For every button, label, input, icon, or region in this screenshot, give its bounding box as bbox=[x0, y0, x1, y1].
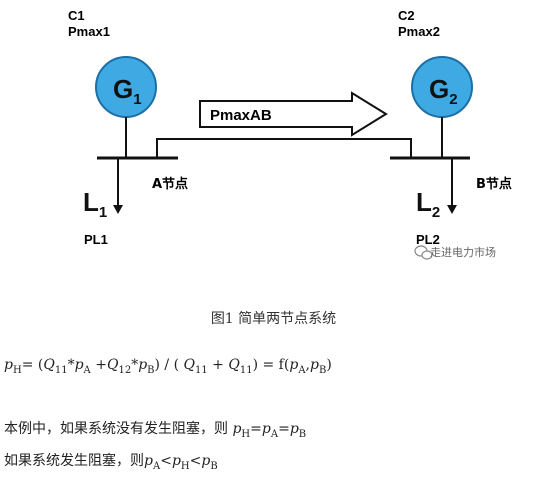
formula-line: pH= (Q11*pA +Q12*pB) / ( Q11 + Q11) = f(… bbox=[4, 357, 332, 376]
right-gen-pmax: Pmax2 bbox=[398, 24, 440, 39]
watermark-text: 走进电力市场 bbox=[430, 246, 496, 259]
node-a-label: A节点 bbox=[152, 176, 188, 192]
flow-arrow bbox=[199, 91, 388, 137]
right-gen-name: C2 bbox=[398, 8, 415, 23]
wechat-icon bbox=[414, 245, 433, 260]
no-congestion-line: 本例中，如果系统没有发生阻塞，则 pH=pA=pB bbox=[4, 421, 307, 440]
left-load-arrowhead bbox=[113, 205, 123, 214]
right-generator-symbol: G2 bbox=[429, 74, 458, 108]
figure-caption: 图1 简单两节点系统 bbox=[210, 311, 337, 327]
node-b-label: B节点 bbox=[476, 176, 512, 192]
left-generator-symbol: G1 bbox=[113, 74, 142, 108]
left-gen-name: C1 bbox=[68, 8, 85, 23]
right-load-label: PL2 bbox=[416, 232, 440, 247]
right-load-arrowhead bbox=[447, 205, 457, 214]
left-gen-pmax: Pmax1 bbox=[68, 24, 110, 39]
congestion-line: 如果系统发生阻塞，则pA<pH<pB bbox=[4, 453, 218, 472]
transmission-line bbox=[156, 138, 412, 158]
flow-label: PmaxAB bbox=[210, 107, 272, 124]
left-load-symbol: L1 bbox=[83, 187, 107, 221]
right-load-symbol: L2 bbox=[416, 187, 440, 221]
left-load-label: PL1 bbox=[84, 232, 108, 247]
two-node-system-diagram: C1 Pmax1 C2 Pmax2 G1 G2 PmaxAB L1 L2 A节点… bbox=[68, 8, 512, 260]
